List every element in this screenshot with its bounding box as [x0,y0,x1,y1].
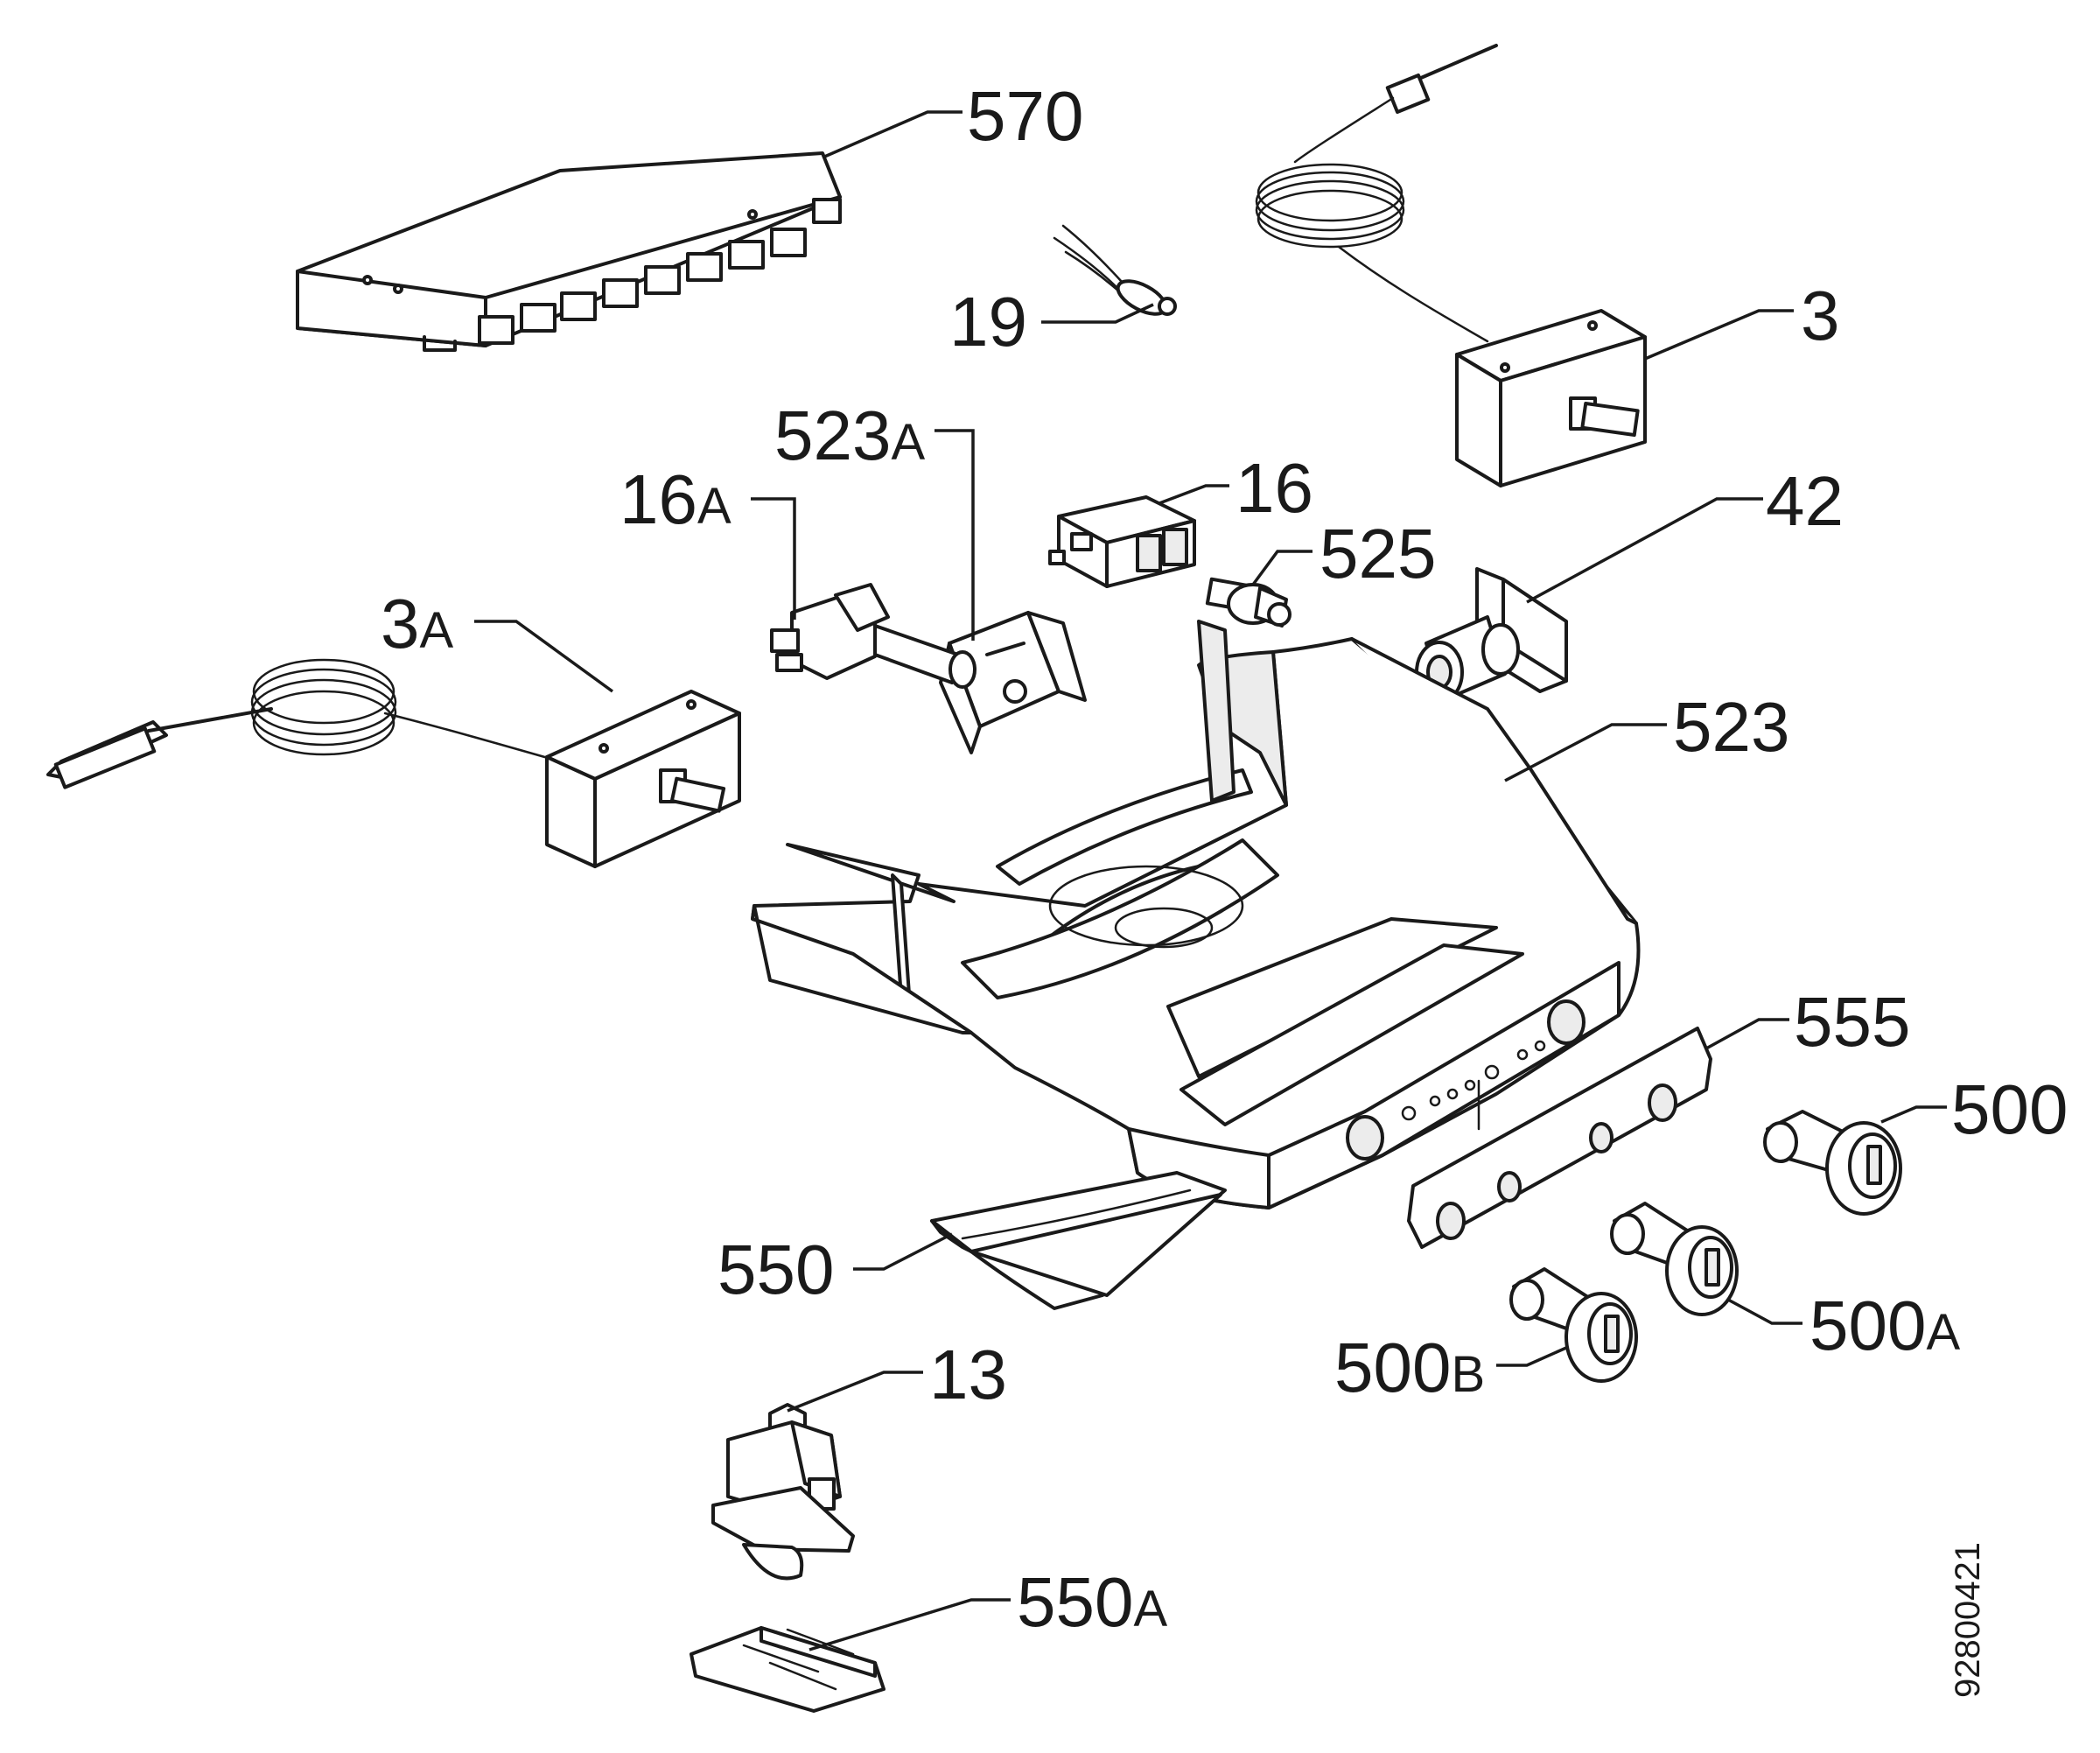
part-500A-control-knob [1610,1202,1739,1316]
label-523: 523 [1673,688,1789,766]
drawing-reference-number: 92800421 [1949,1542,1987,1698]
label-16A: 16A [620,460,732,538]
label-16: 16 [1236,449,1313,527]
label-19: 19 [949,283,1027,361]
label-555: 555 [1794,983,1910,1061]
part-550-cover-strip [930,1171,1227,1310]
label-13: 13 [929,1336,1007,1413]
part-570-connector-block [296,151,842,352]
part-3-thermostat [1255,44,1647,487]
label-550: 550 [718,1231,834,1308]
part-500B-control-knob [1509,1267,1638,1383]
capillary-coil [1255,163,1405,249]
part-16A-switch-with-shaft [770,583,976,689]
label-570: 570 [967,77,1083,155]
label-3: 3 [1801,277,1840,354]
label-500: 500 [1951,1070,2068,1148]
label-3A: 3A [381,585,454,663]
part-523-control-housing [751,620,1641,1210]
label-42: 42 [1766,462,1844,540]
capillary-coil-secondary [250,658,397,756]
part-3A-thermostat-secondary [46,658,741,868]
label-525: 525 [1320,515,1436,593]
terminal-row [478,198,842,345]
label-500B: 500B [1334,1329,1485,1406]
part-550A-clip [690,1626,886,1713]
part-555-trim-plate [1407,1027,1712,1249]
part-525-lamp-holder [1205,577,1292,628]
label-523A: 523A [774,396,925,474]
part-19-sensor-probe [1053,224,1177,316]
part-16-rocker-switch [1048,495,1196,588]
label-500A: 500A [1810,1287,1960,1364]
part-13-door-switch [711,1403,855,1581]
part-500-control-knob [1763,1110,1902,1216]
label-550A: 550A [1017,1563,1167,1641]
